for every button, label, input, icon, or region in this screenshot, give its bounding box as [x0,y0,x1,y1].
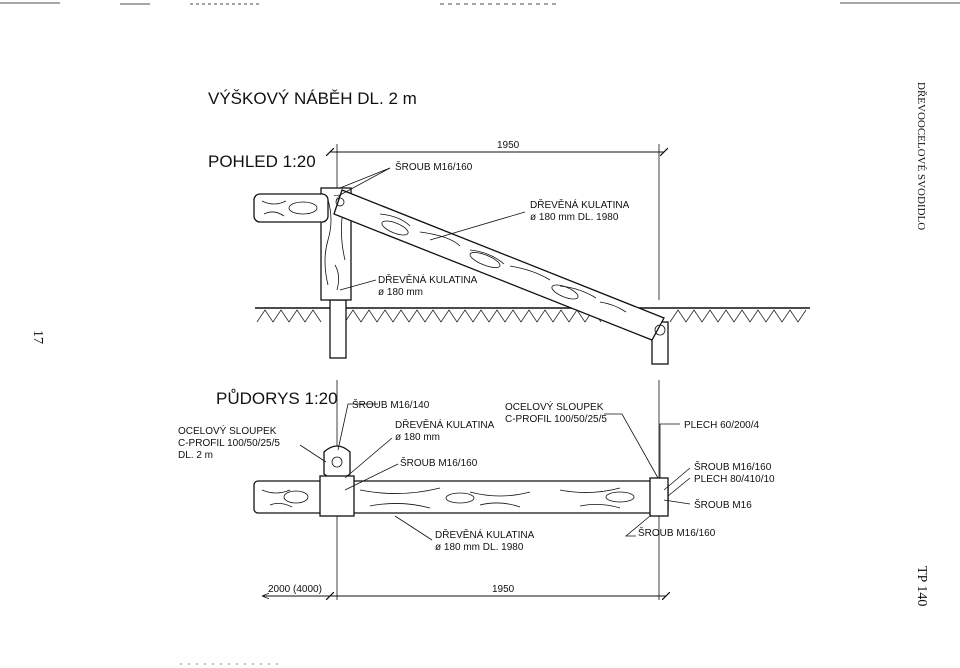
main-title: VÝŠKOVÝ NÁBĚH DL. 2 m [208,89,417,108]
plan-bottom-log-label-line2: ø 180 mm DL. 1980 [435,542,524,553]
document-code: TP 140 [914,566,929,606]
plan-log-label-line1: DŘEVĚNÁ KULATINA [395,418,495,431]
elevation-dimension: 1950 [330,140,664,300]
dimension-1950-top: 1950 [497,140,520,151]
plan-bolt-160-left-label: ŠROUB M16/160 [400,456,478,469]
plan-post-clamp [319,445,355,517]
sloped-log [333,189,666,341]
dimension-1950-bottom: 1950 [492,584,515,595]
plan-plate [649,477,669,517]
steel-post-left [329,299,347,359]
plan-log-label-line2: ø 180 mm [395,432,440,443]
plan-bolt-m16-label: ŠROUB M16 [694,498,752,511]
plan-bottom-log-label-line1: DŘEVĚNÁ KULATINA [435,528,535,541]
plan-heading: PŮDORYS 1:20 [216,389,338,408]
page-number: 17 [30,330,45,344]
plate-80-label: PLECH 80/410/10 [694,474,775,485]
sloped-log-label-line2: ø 180 mm DL. 1980 [530,212,619,223]
elevation-view: POHLED 1:20 1950 [208,140,810,365]
post-left-label-line3: DL. 2 m [178,450,213,461]
plan-log [253,480,669,514]
scan-edge-marks [0,2,960,5]
post-right-label-line1: OCELOVÝ SLOUPEK [505,400,604,413]
elevation-bolt-label: ŠROUB M16/160 [395,160,473,173]
dimension-left: 2000 (4000) [268,584,322,595]
sloped-log-label-line1: DŘEVĚNÁ KULATINA [530,198,630,211]
plate-60-label: PLECH 60/200/4 [684,420,759,431]
elevation-heading: POHLED 1:20 [208,152,316,171]
side-title: DŘEVOOCELOVÉ SVODIDLO [915,82,927,230]
plan-bolt-160-right-label: ŠROUB M16/160 [694,460,772,473]
post-left-label-line2: C-PROFIL 100/50/25/5 [178,438,280,449]
post-left-label-line1: OCELOVÝ SLOUPEK [178,424,277,437]
plan-bolt-160-bottom-label: ŠROUB M16/160 [638,526,716,539]
horizontal-log-stub [253,193,329,223]
plan-bolt-140-label: ŠROUB M16/140 [352,398,430,411]
post-right-label-line2: C-PROFIL 100/50/25/5 [505,414,607,425]
plan-view: PŮDORYS 1:20 OCELOVÝ SLOUPEK C-PROFIL 10… [178,380,775,600]
ground-line [255,307,810,323]
post-log-label-line1: DŘEVĚNÁ KULATINA [378,273,478,286]
post-log-label-line2: ø 180 mm [378,287,423,298]
